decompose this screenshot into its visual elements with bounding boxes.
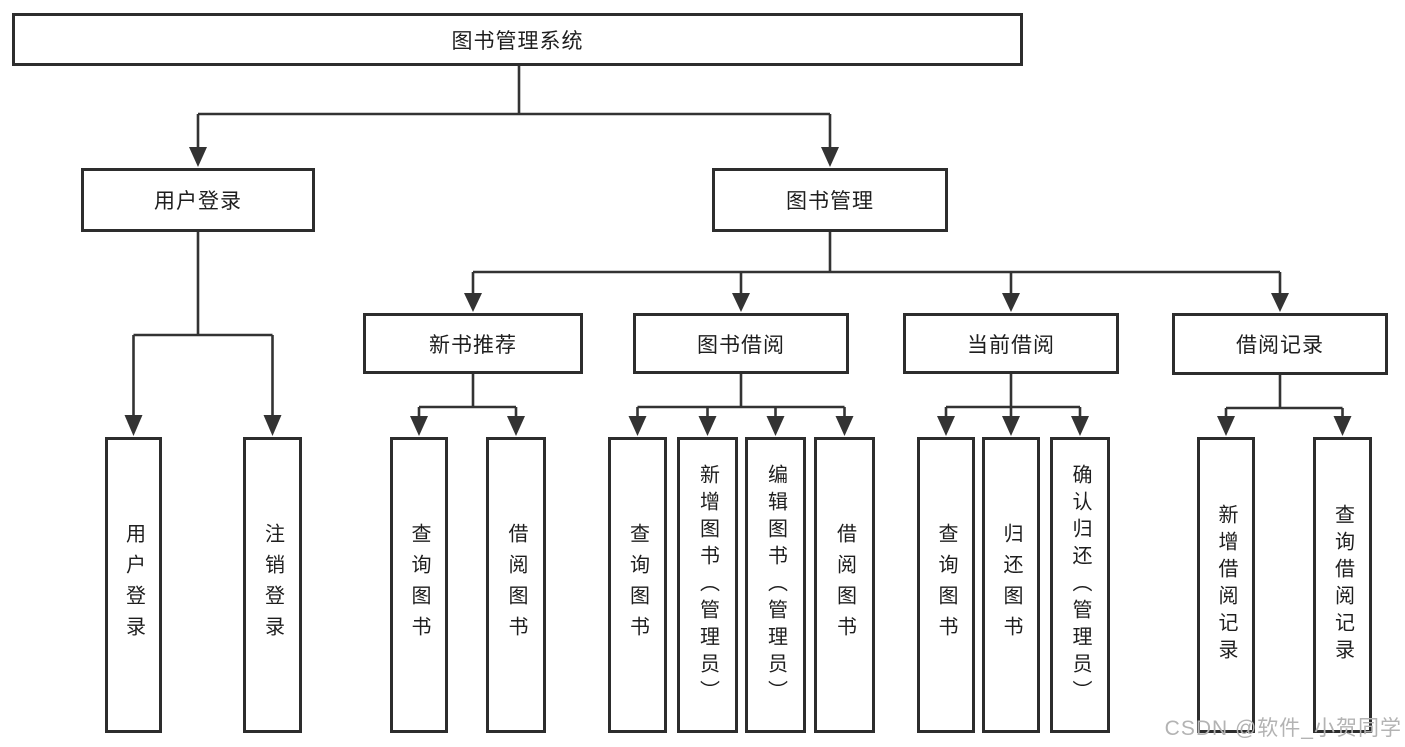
connector-book-mgmt-children — [464, 232, 1289, 312]
connector-borrow-records-children — [1217, 375, 1352, 436]
node-book-management-branch: 图书管理 — [712, 168, 948, 232]
connector-user-login-children — [124, 232, 282, 436]
node-new-book-recommendation: 新书推荐 — [363, 313, 583, 374]
connector-current-borrow-children — [937, 374, 1089, 436]
node-leaf-add-borrow-record: 新增借阅记录 — [1197, 437, 1255, 733]
node-current-borrowing: 当前借阅 — [903, 313, 1119, 374]
node-leaf-user-login: 用户登录 — [105, 437, 162, 733]
node-leaf-edit-books-admin: 编辑图书（管理员） — [745, 437, 806, 733]
node-leaf-confirm-return-admin: 确认归还（管理员） — [1050, 437, 1110, 733]
csdn-watermark: CSDN @软件_小贺同学 — [1164, 717, 1402, 740]
node-leaf-borrow-books-2: 借阅图书 — [814, 437, 875, 733]
connector-new-book-rec-children — [410, 374, 525, 436]
node-leaf-query-books-1: 查询图书 — [390, 437, 448, 733]
node-leaf-query-books-2: 查询图书 — [608, 437, 667, 733]
connector-root-to-level2 — [189, 66, 839, 167]
node-leaf-borrow-books-1: 借阅图书 — [486, 437, 546, 733]
connector-book-borrow-children — [628, 374, 854, 436]
node-leaf-query-books-3: 查询图书 — [917, 437, 975, 733]
node-leaf-add-books-admin: 新增图书（管理员） — [677, 437, 738, 733]
node-leaf-return-books: 归还图书 — [982, 437, 1040, 733]
node-leaf-logout: 注销登录 — [243, 437, 302, 733]
node-book-borrowing: 图书借阅 — [633, 313, 849, 374]
node-library-management-system: 图书管理系统 — [12, 13, 1023, 66]
node-leaf-query-borrow-record: 查询借阅记录 — [1313, 437, 1372, 733]
node-borrowing-records: 借阅记录 — [1172, 313, 1388, 375]
node-user-login-branch: 用户登录 — [81, 168, 315, 232]
